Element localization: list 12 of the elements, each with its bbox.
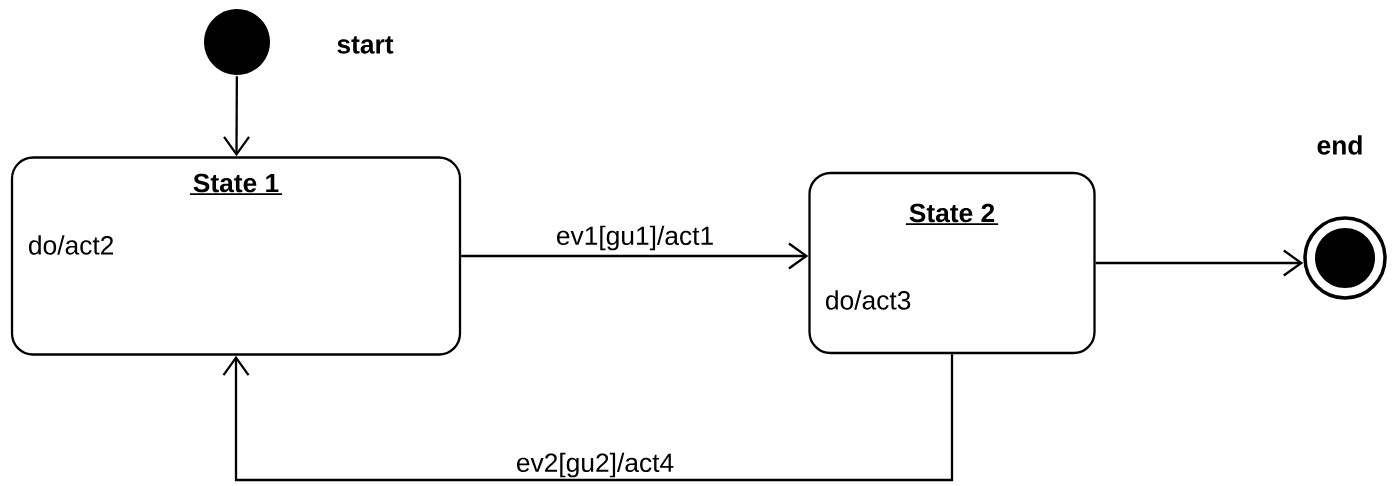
end-circle — [1303, 216, 1387, 300]
edge-label: ev1[gu1]/act1 — [557, 225, 713, 251]
edge-label: ev2[gu2]/act4 — [517, 452, 674, 478]
start-circle — [204, 9, 270, 75]
state-box: State 1 do/act2 — [10, 156, 462, 356]
arrow — [461, 242, 809, 270]
node-caption: start — [337, 36, 394, 54]
arrow — [223, 76, 250, 157]
arrow — [222, 354, 954, 482]
arrow — [1095, 249, 1304, 277]
node-caption: end — [1317, 135, 1362, 155]
state-box: State 2 do/act3 — [808, 171, 1096, 355]
